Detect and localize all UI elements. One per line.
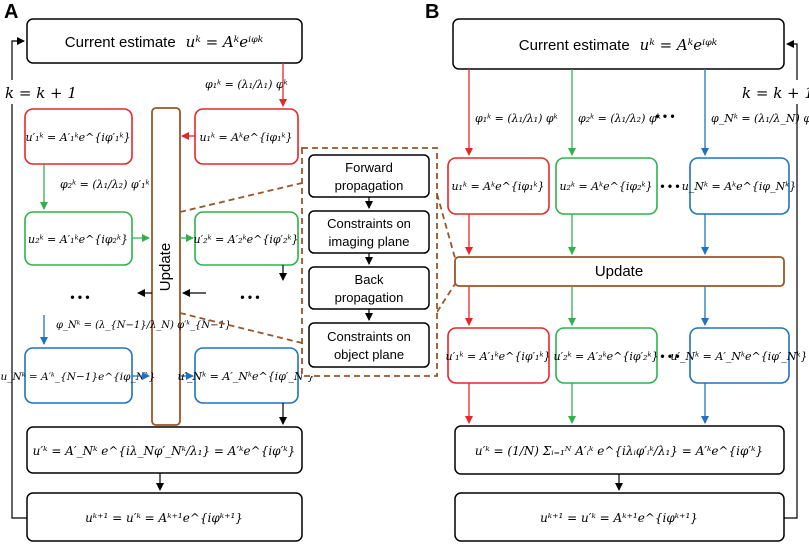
a-current-estimate-label: Current estimate uᵏ = Aᵏeⁱᵠᵏ <box>65 33 264 51</box>
step-forward-propagation-line1: Forward <box>345 160 393 175</box>
a-phase-1: φ₁ᵏ = (λ₁/λ₁) φᵏ <box>205 78 288 91</box>
b-loop-line <box>784 40 798 519</box>
a-un-output-eq: u′_Nᵏ = A′_Nᵏe^{iφ′_Nᵏ} <box>177 370 314 383</box>
zoom-line-a-top <box>179 182 303 213</box>
b-u1-input-eq: u₁ᵏ = Aᵏe^{iφ₁ᵏ} <box>451 180 544 193</box>
panel-a-label: A <box>4 1 18 23</box>
b-update-label: Update <box>595 263 643 280</box>
b-un-input-box <box>689 157 790 215</box>
b-ellipsis-output: • • • <box>660 349 679 363</box>
step-constraints-object-line1: Constraints on <box>327 329 411 344</box>
a-u1-input-eq: u₁ᵏ = Aᵏe^{iφ₁ᵏ} <box>199 131 292 144</box>
a-loop-line <box>11 37 27 519</box>
a-next-box <box>26 492 303 542</box>
b-un-output-eq: u′_Nᵏ = A′_Nᵏe^{iφ′_Nᵏ} <box>670 350 807 363</box>
step-constraints-object-line2: object plane <box>334 347 404 362</box>
b-u1-output-box <box>447 327 550 384</box>
b-next-box <box>454 492 785 542</box>
b-combine-eq: u′ᵏ = (1/N) Σᵢ₌₁ᴺ A′ᵢᵏ e^{iλᵢφ′ᵢᵏ/λ₁} = … <box>475 444 763 458</box>
a-next-eq: uᵏ⁺¹ = u′ᵏ = Aᵏ⁺¹e^{iφᵏ⁺¹} <box>85 511 243 525</box>
a-un-input-eq: u_Nᵏ = A′ᵏ_{N−1}e^{iφ_Nᵏ} <box>1 371 156 383</box>
panel-b-label: B <box>425 1 439 23</box>
b-next-eq: uᵏ⁺¹ = u′ᵏ = Aᵏ⁺¹e^{iφᵏ⁺¹} <box>540 511 698 525</box>
b-update-bar <box>454 256 785 287</box>
a-u2-output-eq: u′₂ᵏ = A′₂ᵏe^{iφ′₂ᵏ} <box>194 233 299 246</box>
b-u1-output-eq: u′₁ᵏ = A′₁ᵏe^{iφ′₁ᵏ} <box>446 350 551 363</box>
zoom-line-b-top <box>436 193 456 259</box>
b-phase-ellipsis: • • • <box>655 109 674 123</box>
a-update-label: Update <box>157 243 174 291</box>
step-constraints-imaging-line1: Constraints on <box>327 216 411 231</box>
a-un-output-box <box>194 347 299 404</box>
a-u2-input-eq: u₂ᵏ = A′₁ᵏe^{iφ₂ᵏ} <box>28 233 128 246</box>
a-ellipsis-left: • • • <box>70 290 89 304</box>
a-current-estimate-box <box>26 18 303 64</box>
a-loop-label: k = k + 1 <box>5 84 77 102</box>
b-phase-n: φ_Nᵏ = (λ₁/λ_N) φᵏ <box>711 112 809 125</box>
b-u2-output-eq: u′₂ᵏ = A′₂ᵏe^{iφ′₂ᵏ} <box>554 350 659 363</box>
b-ellipsis-input: • • • <box>660 179 679 193</box>
b-phase-1: φ₁ᵏ = (λ₁/λ₁) φᵏ <box>475 112 558 125</box>
a-phase-2: φ₂ᵏ = (λ₁/λ₂) φ′₁ᵏ <box>60 178 150 191</box>
step-back-propagation-line2: propagation <box>335 290 404 305</box>
b-current-estimate-box <box>452 18 785 70</box>
zoom-line-a-bottom <box>179 312 303 344</box>
b-un-input-eq: u_Nᵏ = Aᵏe^{iφ_Nᵏ} <box>682 180 796 193</box>
a-phase-n: φ_Nᵏ = (λ_{N−1}/λ_N) φ′ᵏ_{N−1} <box>56 320 231 331</box>
a-u1-output-eq: u′₁ᵏ = A′₁ᵏe^{iφ′₁ᵏ} <box>26 131 131 144</box>
b-u2-input-eq: u₂ᵏ = Aᵏe^{iφ₂ᵏ} <box>559 180 652 193</box>
b-phase-2: φ₂ᵏ = (λ₁/λ₂) φᵏ <box>578 112 661 125</box>
step-forward-propagation-line2: propagation <box>335 178 404 193</box>
step-constraints-object <box>308 322 430 368</box>
a-ellipsis-right: • • • <box>240 290 259 304</box>
b-u2-output-box <box>555 327 658 384</box>
b-u2-input-box <box>555 157 658 215</box>
b-current-estimate-label: Current estimate uᵏ = Aᵏeⁱᵠᵏ <box>519 36 718 54</box>
b-loop-label: k = k + 1 <box>742 84 809 102</box>
a-combine-eq: u′ᵏ = A′_Nᵏ e^{iλ_Nφ′_Nᵏ/λ₁} = A′ᵏe^{iφ′… <box>33 444 296 458</box>
a-u2-output-box <box>194 211 299 266</box>
step-constraints-imaging-line2: imaging plane <box>329 234 410 249</box>
zoom-line-b-bottom <box>436 283 456 313</box>
a-u1-output-box <box>24 108 133 165</box>
b-u1-input-box <box>447 157 550 215</box>
b-un-output-box <box>689 327 790 384</box>
a-combine-box <box>26 426 303 474</box>
step-back-propagation-line1: Back <box>355 272 384 287</box>
a-update-bar <box>151 107 181 426</box>
